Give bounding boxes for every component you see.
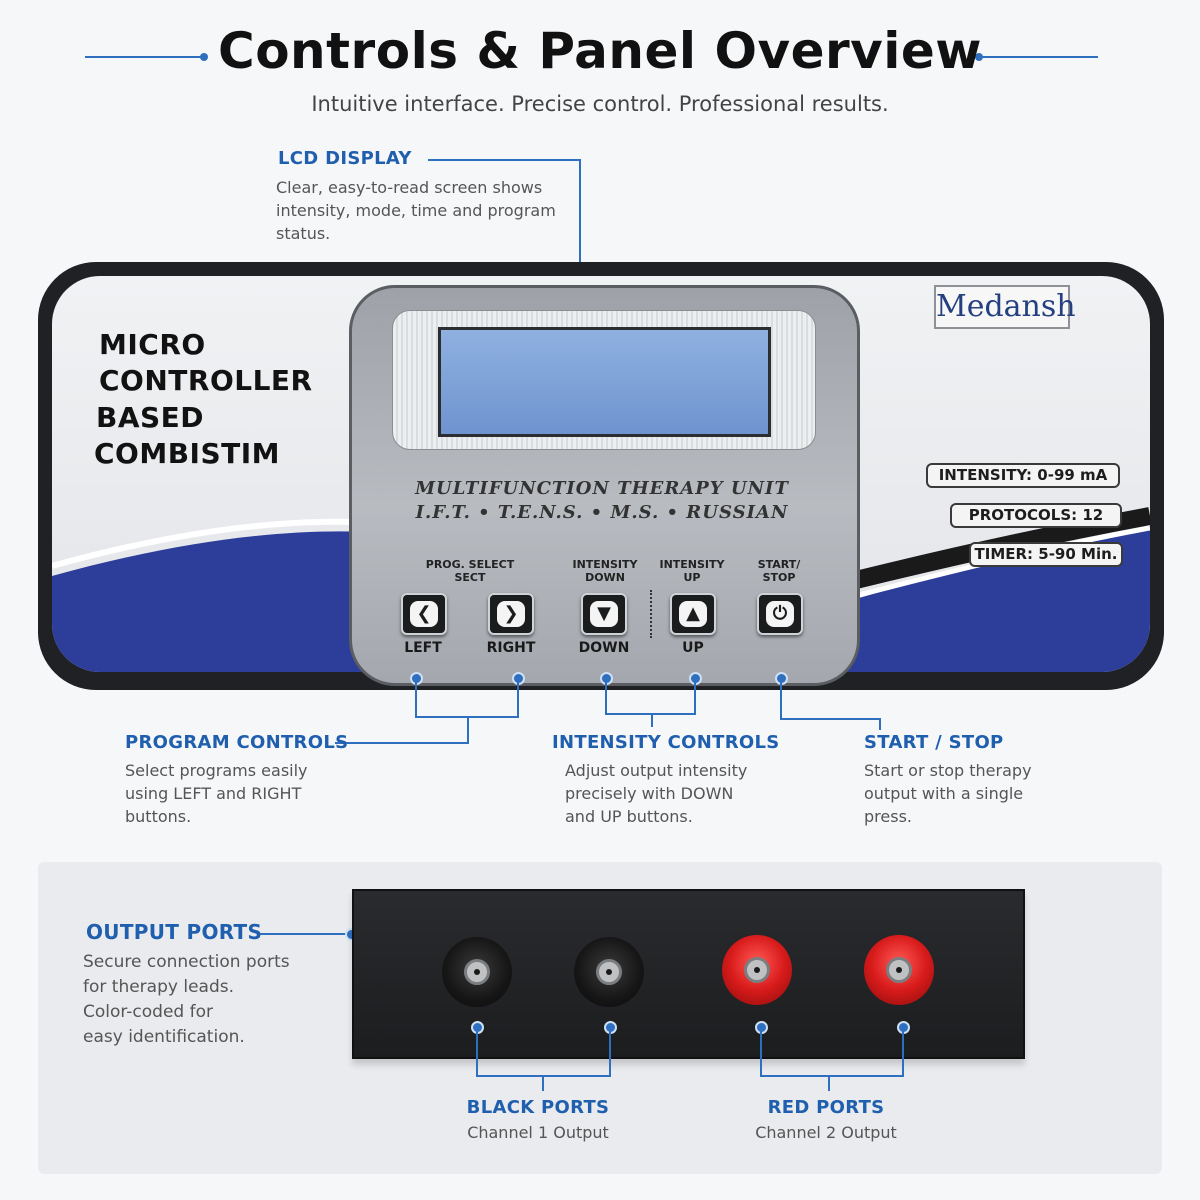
- red-ports-connector: [760, 1075, 904, 1077]
- unit-modes: I.F.T. • T.E.N.S. • M.S. • RUSSIAN: [415, 502, 789, 523]
- lcd-callout-title: LCD DISPLAY: [278, 148, 412, 169]
- lcd-callout-line: intensity, mode, time and program: [276, 201, 556, 220]
- lcd-screen: [438, 327, 771, 437]
- program-connector: [335, 742, 469, 744]
- chevron-down-icon: ▼: [590, 601, 618, 627]
- program-callout-line: using LEFT and RIGHT: [125, 784, 302, 803]
- black-port-1[interactable]: [442, 937, 512, 1007]
- intensity-callout-title: INTENSITY CONTROLS: [552, 732, 780, 753]
- left-button[interactable]: ❮: [401, 593, 447, 635]
- red-ports-connector: [760, 1030, 762, 1076]
- right-label: RIGHT: [486, 640, 536, 656]
- brand-logo: Medansh: [934, 285, 1076, 329]
- lcd-callout-connector: [428, 159, 580, 161]
- startstop-callout-line: Start or stop therapy: [864, 761, 1032, 780]
- spec-timer: TIMER: 5-90 Min.: [969, 542, 1123, 567]
- intensity-connector: [605, 713, 696, 715]
- lcd-callout-connector: [579, 159, 581, 309]
- output-callout-line: for therapy leads.: [83, 977, 234, 997]
- lcd-callout-text: Clear, easy-to-read screen shows intensi…: [276, 176, 556, 245]
- button-divider: [650, 590, 652, 638]
- output-connector: [260, 933, 348, 935]
- output-callout-line: easy identification.: [83, 1027, 245, 1047]
- startstop-connector: [879, 718, 881, 730]
- startstop-callout-line: press.: [864, 807, 912, 826]
- device-name-line: CONTROLLER: [99, 364, 313, 397]
- red-port-1[interactable]: [722, 935, 792, 1005]
- output-callout-line: Secure connection ports: [83, 952, 290, 972]
- red-port-2[interactable]: [864, 935, 934, 1005]
- program-callout-line: Select programs easily: [125, 761, 308, 780]
- intensity-callout-line: precisely with DOWN: [565, 784, 734, 803]
- lcd-callout-line: status.: [276, 224, 331, 243]
- startstop-callout-text: Start or stop therapy output with a sing…: [864, 759, 1032, 828]
- page-subtitle: Intuitive interface. Precise control. Pr…: [311, 92, 889, 116]
- black-ports-connector: [609, 1030, 611, 1076]
- start-stop-label: START/ STOP: [757, 558, 801, 584]
- device-name-line: MICRO: [99, 328, 206, 361]
- up-label: UP: [682, 640, 704, 656]
- port-socket: [744, 957, 770, 983]
- black-ports-connector: [542, 1075, 544, 1091]
- program-connector: [517, 681, 519, 717]
- intensity-callout-line: Adjust output intensity: [565, 761, 748, 780]
- chevron-up-icon: ▲: [679, 601, 707, 627]
- program-callout-title: PROGRAM CONTROLS: [125, 732, 349, 753]
- port-socket: [464, 959, 490, 985]
- black-ports-title: BLACK PORTS: [466, 1097, 610, 1118]
- program-callout-line: buttons.: [125, 807, 192, 826]
- port-socket: [886, 957, 912, 983]
- intensity-connector: [651, 713, 653, 727]
- intensity-down-label: INTENSITY DOWN: [572, 558, 638, 584]
- spec-intensity: INTENSITY: 0-99 mA: [926, 463, 1120, 488]
- device-name-line: COMBISTIM: [94, 437, 281, 470]
- intensity-callout-line: and UP buttons.: [565, 807, 693, 826]
- header-right-line: [980, 56, 1098, 58]
- prog-select-label: PROG. SELECT SECT: [425, 558, 515, 584]
- black-ports-subtitle: Channel 1 Output: [467, 1123, 609, 1142]
- chevron-right-icon: ❯: [497, 601, 525, 627]
- page-title: Controls & Panel Overview: [218, 22, 982, 80]
- intensity-connector: [605, 681, 607, 714]
- unit-description: MULTIFUNCTION THERAPY UNIT: [415, 478, 789, 499]
- intensity-up-label: INTENSITY UP: [659, 558, 725, 584]
- lcd-callout-line: Clear, easy-to-read screen shows: [276, 178, 543, 197]
- red-ports-title: RED PORTS: [767, 1097, 885, 1118]
- red-ports-connector: [902, 1030, 904, 1076]
- down-label: DOWN: [578, 640, 630, 656]
- output-callout-text: Secure connection ports for therapy lead…: [83, 950, 290, 1050]
- intensity-up-button[interactable]: ▲: [670, 593, 716, 635]
- header-left-line: [85, 56, 203, 58]
- program-callout-text: Select programs easily using LEFT and RI…: [125, 759, 308, 828]
- header-left-dot: [200, 53, 208, 61]
- chevron-left-icon: ❮: [410, 601, 438, 627]
- black-port-2[interactable]: [574, 937, 644, 1007]
- output-callout-line: Color-coded for: [83, 1002, 213, 1022]
- intensity-connector: [694, 681, 696, 714]
- program-connector: [415, 681, 417, 717]
- startstop-connector: [780, 718, 880, 720]
- startstop-connector: [780, 681, 782, 719]
- output-callout-title: OUTPUT PORTS: [86, 920, 263, 944]
- intensity-down-button[interactable]: ▼: [581, 593, 627, 635]
- spec-protocols: PROTOCOLS: 12: [950, 503, 1122, 528]
- right-button[interactable]: ❯: [488, 593, 534, 635]
- program-connector: [467, 716, 469, 743]
- red-ports-connector: [828, 1075, 830, 1091]
- left-label: LEFT: [404, 640, 442, 656]
- device-name-line: BASED: [96, 401, 205, 434]
- power-icon: ⏻: [766, 601, 794, 627]
- header-right-dot: [975, 53, 983, 61]
- start-stop-button[interactable]: ⏻: [757, 593, 803, 635]
- red-ports-subtitle: Channel 2 Output: [755, 1123, 897, 1142]
- black-ports-connector: [476, 1030, 478, 1076]
- startstop-callout-line: output with a single: [864, 784, 1024, 803]
- port-socket: [596, 959, 622, 985]
- startstop-callout-title: START / STOP: [864, 732, 1004, 753]
- intensity-callout-text: Adjust output intensity precisely with D…: [565, 759, 747, 828]
